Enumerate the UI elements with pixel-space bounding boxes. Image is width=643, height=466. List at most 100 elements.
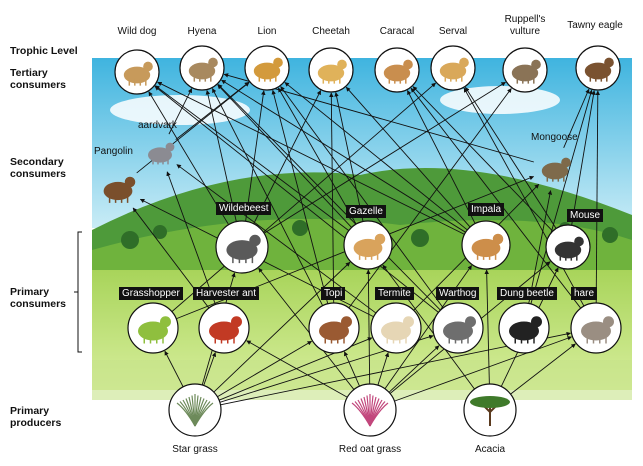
mongoose-icon xyxy=(541,157,571,182)
hyena-icon xyxy=(179,45,225,91)
label-caracal: Caracal xyxy=(379,26,415,37)
arrow-gazelle-to-lion xyxy=(278,87,357,225)
arrow-mouse-to-serval xyxy=(465,86,557,229)
arrow-impala-to-cheetah xyxy=(345,86,471,228)
arrow-star-grass-to-topi xyxy=(217,340,312,398)
warthog-icon xyxy=(432,302,484,354)
arrow-red-oat-grass-to-wildebeest xyxy=(258,267,355,390)
arrow-dung-beetle-to-mongoose xyxy=(528,190,553,304)
pangolin-icon xyxy=(103,176,136,203)
arrow-gazelle-to-hyena xyxy=(217,84,352,228)
arrow-acacia-to-impala xyxy=(484,269,490,385)
arrow-red-oat-grass-to-gazelle xyxy=(366,269,371,385)
arrow-mongoose-to-tawny-eagle xyxy=(563,88,590,148)
arrow-mouse-to-tawny-eagle xyxy=(571,90,596,226)
mouse-icon xyxy=(545,224,591,270)
acacia-icon xyxy=(463,383,517,437)
arrow-wildebeest-to-cheetah xyxy=(253,90,322,224)
label-grasshopper: Grasshopper xyxy=(119,287,183,300)
label-termite: Termite xyxy=(375,287,414,300)
arrow-wildebeest-to-ruppells-vulture xyxy=(263,81,506,234)
arrow-red-oat-grass-to-hare xyxy=(394,336,572,402)
cheetah-icon xyxy=(308,47,354,93)
label-mongoose: Mongoose xyxy=(531,132,578,143)
secondary-consumers-label: Secondary consumers xyxy=(10,156,67,180)
label-wildebeest: Wildebeest xyxy=(216,202,272,215)
tertiary-consumers-label: Tertiary consumers xyxy=(10,67,67,91)
label-cheetah: Cheetah xyxy=(312,26,350,37)
arrow-hare-to-tawny-eagle xyxy=(595,90,601,304)
caracal-icon xyxy=(374,47,420,93)
label-hare: hare xyxy=(571,287,598,300)
lion-icon xyxy=(244,45,290,91)
arrow-topi-to-cheetah xyxy=(329,92,335,304)
arrow-red-oat-grass-to-harvester-ant xyxy=(246,340,348,398)
label-gazelle: Gazelle xyxy=(346,205,386,218)
arrow-acacia-to-hare xyxy=(510,343,576,395)
label-aardvark: aardvark xyxy=(138,120,177,131)
arrow-grasshopper-to-serval xyxy=(171,82,436,312)
arrow-impala-to-lion xyxy=(284,82,468,231)
arrow-impala-to-caracal xyxy=(407,90,476,224)
termite-icon xyxy=(370,302,422,354)
label-acacia: Acacia xyxy=(474,444,505,455)
cloud xyxy=(440,86,560,114)
arrow-gazelle-to-wild-dog xyxy=(155,85,350,231)
label-serval: Serval xyxy=(438,26,468,37)
arrow-gazelle-to-cheetah xyxy=(334,92,364,222)
label-tawny-eagle: Tawny eagle xyxy=(567,20,623,31)
arrow-red-oat-grass-to-termite xyxy=(377,352,390,386)
arrow-star-grass-to-harvester-ant xyxy=(203,352,217,386)
gazelle-icon xyxy=(343,220,393,270)
arrow-topi-to-lion xyxy=(271,89,329,304)
grasshopper-icon xyxy=(127,302,179,354)
label-hyena: Hyena xyxy=(187,26,217,37)
label-harvester-ant: Harvester ant xyxy=(193,287,260,300)
arrow-hare-to-serval xyxy=(463,87,585,307)
primary-consumers-brace xyxy=(74,231,82,353)
label-ruppells-vulture: Ruppell's vulture xyxy=(504,14,546,37)
organisms xyxy=(103,45,622,437)
wildebeest-icon xyxy=(215,220,269,274)
trophic-level-header: Trophic Level xyxy=(10,45,78,57)
arrow-aardvark-to-lion xyxy=(175,81,250,141)
cloud xyxy=(110,95,250,125)
star-grass-icon xyxy=(168,383,222,437)
label-red-oat-grass: Red oat grass xyxy=(338,444,402,455)
arrow-red-oat-grass-to-warthog xyxy=(388,345,440,393)
impala-icon xyxy=(461,220,511,270)
primary-consumers-label: Primary consumers xyxy=(10,286,67,310)
arrow-impala-to-hyena xyxy=(221,79,466,233)
label-dung-beetle: Dung beetle xyxy=(497,287,557,300)
tawny-eagle-icon xyxy=(575,45,621,91)
arrow-red-oat-grass-to-topi xyxy=(344,351,360,387)
topi-icon xyxy=(308,302,360,354)
red-oat-grass-icon xyxy=(343,383,397,437)
arrow-mongoose-to-hyena xyxy=(223,73,534,163)
arrow-wildebeest-to-wild-dog xyxy=(148,91,230,225)
arrow-wildebeest-to-lion xyxy=(245,90,266,222)
serval-icon xyxy=(430,45,476,91)
label-star-grass: Star grass xyxy=(172,444,218,455)
label-topi: Topi xyxy=(321,287,346,300)
label-wild-dog: Wild dog xyxy=(117,26,157,37)
label-impala: Impala xyxy=(468,203,505,216)
wild-dog-icon xyxy=(114,49,160,95)
label-warthog: Warthog xyxy=(436,287,480,300)
label-mouse: Mouse xyxy=(567,209,604,222)
arrow-aardvark-to-hyena xyxy=(168,88,193,135)
arrow-warthog-to-lion xyxy=(280,86,444,309)
arrow-warthog-to-hyena xyxy=(217,84,441,311)
aardvark-icon xyxy=(148,142,175,165)
label-lion: Lion xyxy=(257,26,277,37)
arrow-impala-to-wild-dog xyxy=(157,81,465,235)
arrow-dung-beetle-to-tawny-eagle xyxy=(530,89,593,305)
hare-icon xyxy=(570,302,622,354)
ruppells-vulture-icon xyxy=(502,47,548,93)
arrow-star-grass-to-grasshopper xyxy=(164,350,184,388)
primary-producers-label: Primary producers xyxy=(10,405,62,429)
arrow-warthog-to-wild-dog xyxy=(154,85,439,313)
dung-beetle-icon xyxy=(498,302,550,354)
